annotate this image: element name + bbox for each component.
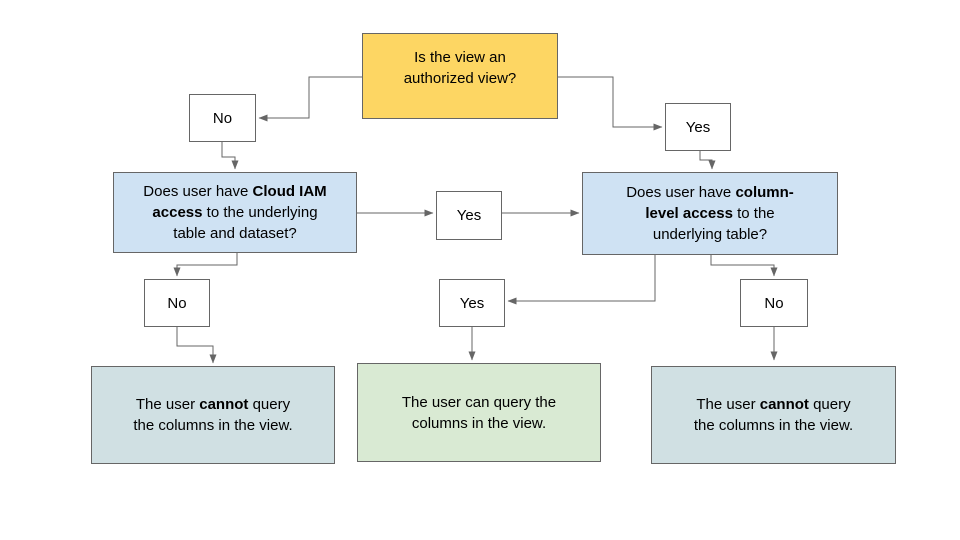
decision-column-level-pre: Does user have [626, 184, 736, 201]
result-left-bold: cannot [199, 396, 249, 413]
result-can-query-text: The user can query the columns in the vi… [392, 392, 566, 434]
label-yes-lower: Yes [439, 279, 505, 327]
label-yes-mid: Yes [436, 191, 502, 240]
decision-column-level-post: to the underlying table? [652, 205, 775, 243]
decision-cloud-iam-text: Does user have Cloud IAM access to the u… [141, 181, 329, 244]
result-right-bold: cannot [759, 396, 809, 413]
decision-cloud-iam-post: to the underlying table and dataset? [173, 204, 318, 242]
decision-root: Is the view an authorized view? [362, 33, 558, 119]
label-yes-top-text: Yes [685, 118, 711, 136]
decision-cloud-iam-pre: Does user have [143, 183, 253, 200]
connector-decision-left-to-no-lower [173, 253, 238, 277]
label-no-top: No [189, 94, 256, 142]
result-cannot-query-left: The user cannot query the columns in the… [91, 366, 335, 464]
connector-root-to-yes [558, 76, 663, 131]
label-no-lower-left-text: No [167, 294, 187, 312]
result-left-pre: The user [135, 396, 200, 413]
result-right-pre: The user [696, 396, 760, 413]
connector-yes-to-decision-right [699, 151, 716, 170]
label-yes-mid-text: Yes [456, 207, 482, 224]
decision-column-level-text: Does user have column-level access to th… [613, 182, 807, 245]
label-no-lower-left: No [144, 279, 210, 327]
label-no-lower-right: No [740, 279, 808, 327]
connector-decision-right-to-yes-lower [507, 255, 656, 305]
result-left-post: query the columns in the view. [133, 396, 293, 434]
label-no-lower-right-text: No [764, 294, 784, 312]
decision-cloud-iam: Does user have Cloud IAM access to the u… [113, 172, 357, 253]
connector-no-to-decision-left [221, 142, 239, 170]
label-yes-top: Yes [665, 103, 731, 151]
result-can-query: The user can query the columns in the vi… [357, 363, 601, 462]
label-yes-lower-text: Yes [459, 294, 485, 312]
result-cannot-query-right: The user cannot query the columns in the… [651, 366, 896, 464]
connector-decision-right-to-no-lower [710, 255, 778, 277]
label-no-top-text: No [212, 109, 233, 127]
result-cannot-query-right-text: The user cannot query the columns in the… [686, 394, 861, 436]
decision-root-text: Is the view an authorized view? [403, 49, 517, 87]
connector-root-to-no [258, 76, 362, 122]
result-cannot-query-left-text: The user cannot query the columns in the… [126, 394, 300, 436]
decision-column-level: Does user have column-level access to th… [582, 172, 838, 255]
connector-no-lower-to-result-left [176, 327, 217, 364]
result-right-post: query the columns in the view. [693, 396, 854, 434]
result-middle-pre: The user can query the columns in the vi… [401, 393, 557, 432]
decision-cloud-iam-bold: Cloud IAM access [152, 183, 327, 221]
decision-column-level-bold: column-level access [645, 184, 794, 222]
